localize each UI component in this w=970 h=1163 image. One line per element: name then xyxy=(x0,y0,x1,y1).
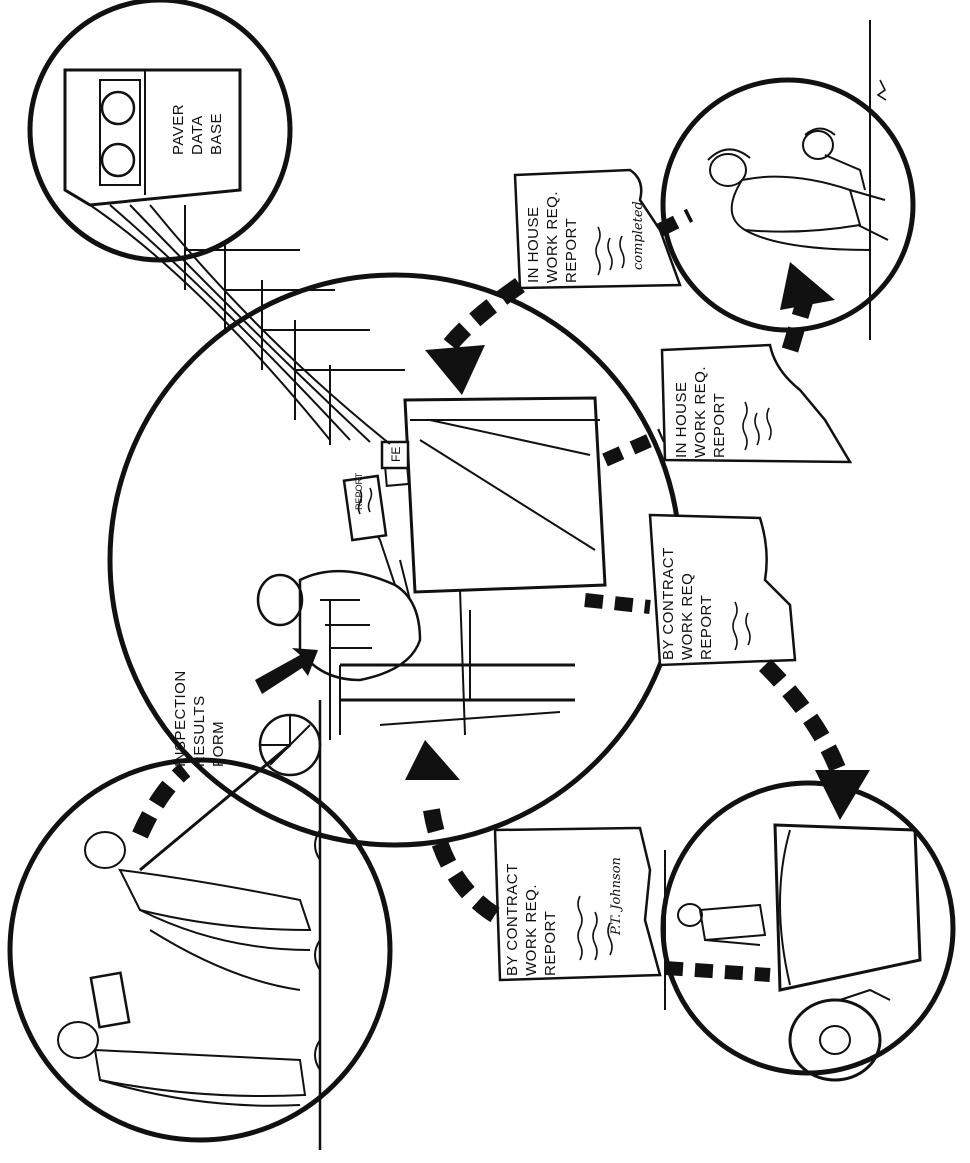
worker-figures xyxy=(707,127,889,251)
flow-inhouse-completed xyxy=(443,278,525,351)
completed-stamp: completed xyxy=(631,201,646,270)
roller-drum-icon xyxy=(788,998,882,1082)
central-engineer-scene: FE REPORT xyxy=(107,272,683,848)
inspector-with-clipboard xyxy=(57,971,307,1107)
inhouse-outgoing-label: IN HOUSE WORK REQ. REPORT xyxy=(673,361,728,458)
artist-mark xyxy=(876,79,887,101)
held-report-tag: REPORT xyxy=(354,472,364,510)
arrow-to-terminal-top xyxy=(425,345,485,395)
road-roller xyxy=(773,823,922,1082)
held-report xyxy=(342,474,388,542)
contractor-scene xyxy=(660,780,956,1082)
flow-terminal-to-contract xyxy=(584,593,651,614)
arrow-to-contractor xyxy=(815,770,870,820)
inspection-crew-scene xyxy=(7,700,393,1150)
inspection-results-form: INSPECTION RESULTS FORM xyxy=(172,666,227,767)
flow-contract-to-contractor xyxy=(758,658,848,778)
inspection-form-label: INSPECTION RESULTS FORM xyxy=(172,666,227,767)
clipboard-icon xyxy=(89,971,131,1029)
desk xyxy=(329,589,575,740)
engineer-figure: REPORT xyxy=(256,472,422,682)
tape-reel-icon xyxy=(100,142,136,178)
document-sheet xyxy=(660,343,853,464)
inspector-with-wheel xyxy=(84,713,322,991)
flow-contractor-to-returned xyxy=(664,961,771,982)
desk-card-label: FE xyxy=(389,447,403,462)
mainframe-computer xyxy=(63,68,242,207)
database-circle xyxy=(27,0,293,263)
flow-terminal-to-inhouse xyxy=(602,428,665,467)
arrow-to-crew xyxy=(780,262,835,310)
flow-arrows xyxy=(132,208,870,982)
inhouse-completed-label: IN HOUSE WORK REQ. REPORT xyxy=(525,186,580,283)
flow-crew-to-report xyxy=(656,208,694,237)
contract-outgoing-label: BY CONTRACT WORK REQ REPORT xyxy=(660,543,715,660)
tape-reel-icon xyxy=(100,90,136,126)
arrow-to-desk xyxy=(405,740,460,780)
flow-inhouse-to-crew xyxy=(781,297,814,353)
arrow-form-to-engineer xyxy=(255,648,318,694)
contract-report-returned: BY CONTRACT WORK REQ. REPORT P.T. Johnso… xyxy=(493,826,662,982)
flow-inspection-to-form xyxy=(132,763,191,839)
paver-database-label: PAVER DATA BASE xyxy=(170,99,225,155)
computer-terminal: FE xyxy=(380,396,607,594)
document-sheet xyxy=(648,513,797,667)
inhouse-report-completed: IN HOUSE WORK REQ. REPORT completed xyxy=(513,168,682,290)
desk-card xyxy=(380,440,410,470)
contract-report-outgoing: BY CONTRACT WORK REQ REPORT xyxy=(648,513,797,667)
data-cables xyxy=(89,204,405,445)
flow-returned-to-desk xyxy=(421,798,500,923)
signature: P.T. Johnson xyxy=(609,857,624,936)
roller-operator xyxy=(677,903,767,946)
document-sheet xyxy=(513,168,682,290)
contract-returned-label: BY CONTRACT WORK REQ. REPORT xyxy=(504,859,559,976)
inspection-circle xyxy=(7,757,393,1143)
paver-database-scene: PAVER DATA BASE xyxy=(27,0,405,445)
inhouse-report-outgoing: IN HOUSE WORK REQ. REPORT xyxy=(660,343,853,464)
